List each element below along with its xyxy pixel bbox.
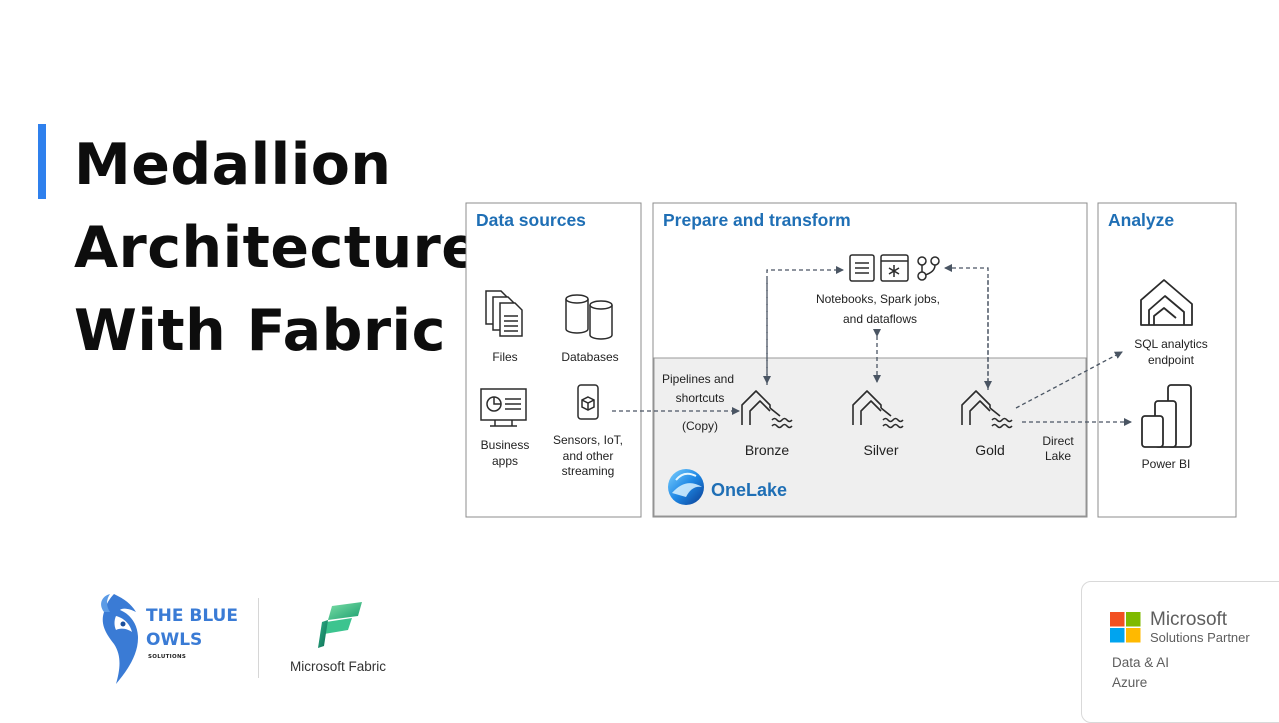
data-sources-panel bbox=[465, 202, 642, 518]
analyze-panel bbox=[1097, 202, 1237, 518]
sql-endpoint-label-1: SQL analytics bbox=[1134, 337, 1208, 351]
blue-owls-sub: SOLUTIONS bbox=[148, 654, 187, 660]
blue-owls-wordmark: THE BLUE OWLS bbox=[146, 604, 238, 652]
data-sources-heading: Data sources bbox=[476, 210, 586, 230]
logo-divider bbox=[258, 598, 259, 678]
direct-lake-label-1: Direct bbox=[1042, 434, 1074, 448]
blue-owls-line-2: OWLS bbox=[146, 630, 203, 650]
microsoft-name: Microsoft bbox=[1150, 609, 1228, 630]
sensors-label-1: Sensors, IoT, bbox=[553, 433, 623, 447]
databases-icon bbox=[565, 294, 613, 340]
solutions-partner-label: Solutions Partner bbox=[1150, 630, 1250, 645]
title-line-3: With Fabric bbox=[74, 298, 446, 364]
sensor-device-icon bbox=[577, 384, 599, 420]
silver-label: Silver bbox=[863, 442, 898, 458]
gold-lakehouse-icon bbox=[961, 390, 1013, 429]
prepare-heading: Prepare and transform bbox=[663, 210, 851, 230]
dataflow-icon bbox=[917, 256, 940, 281]
pipelines-label-2: shortcuts bbox=[676, 391, 725, 405]
title-line-1: Medallion bbox=[74, 132, 392, 198]
bronze-label: Bronze bbox=[745, 442, 790, 458]
blue-owls-logo: THE BLUE OWLS SOLUTIONS bbox=[92, 588, 252, 688]
blue-owls-line-1: THE BLUE bbox=[146, 606, 238, 626]
fabric-label: Microsoft Fabric bbox=[290, 659, 387, 674]
tools-label-1: Notebooks, Spark jobs, bbox=[816, 292, 940, 306]
sensors-label-2: and other bbox=[563, 449, 614, 463]
business-apps-label-1: Business bbox=[481, 438, 530, 452]
microsoft-partner-badge: Microsoft Solutions Partner Data & AI Az… bbox=[1081, 581, 1279, 723]
gold-label: Gold bbox=[975, 442, 1005, 458]
business-apps-icon bbox=[480, 388, 527, 427]
sql-endpoint-icon bbox=[1140, 279, 1193, 326]
bronze-lakehouse-icon bbox=[741, 390, 793, 429]
files-icon bbox=[485, 290, 523, 337]
silver-lakehouse-icon bbox=[852, 390, 904, 429]
arrow-gold-to-sql bbox=[1015, 351, 1123, 409]
microsoft-logo-icon bbox=[1110, 612, 1141, 643]
partner-designation-2: Azure bbox=[1112, 675, 1148, 690]
title-accent-bar bbox=[38, 124, 46, 199]
spark-job-icon bbox=[880, 254, 909, 282]
onelake-label: OneLake bbox=[711, 480, 787, 500]
sql-endpoint-label-2: endpoint bbox=[1148, 353, 1195, 367]
tools-label-2: and dataflows bbox=[843, 312, 917, 326]
power-bi-label: Power BI bbox=[1142, 457, 1191, 471]
direct-lake-label-2: Lake bbox=[1045, 449, 1071, 463]
arrow-gold-to-tools bbox=[944, 264, 989, 390]
pipelines-label-3: (Copy) bbox=[682, 419, 718, 433]
flow-arrows bbox=[612, 264, 1132, 426]
onelake-logo-icon bbox=[668, 469, 704, 505]
microsoft-fabric-logo: Microsoft Fabric bbox=[284, 600, 404, 680]
pipelines-label-1: Pipelines and bbox=[662, 372, 734, 386]
notebook-icon bbox=[849, 254, 875, 282]
title-line-2: Architecture bbox=[74, 215, 481, 281]
files-label: Files bbox=[492, 350, 517, 364]
onelake-region bbox=[653, 357, 1087, 517]
analyze-heading: Analyze bbox=[1108, 210, 1174, 230]
partner-designation-1: Data & AI bbox=[1112, 655, 1170, 670]
owl-icon bbox=[101, 594, 138, 684]
sensors-label-3: streaming bbox=[562, 464, 615, 478]
slide-title: Medallion Architecture With Fabric bbox=[74, 124, 480, 373]
power-bi-icon bbox=[1141, 384, 1192, 448]
business-apps-label-2: apps bbox=[492, 454, 518, 468]
fabric-icon bbox=[318, 602, 362, 648]
databases-label: Databases bbox=[561, 350, 618, 364]
